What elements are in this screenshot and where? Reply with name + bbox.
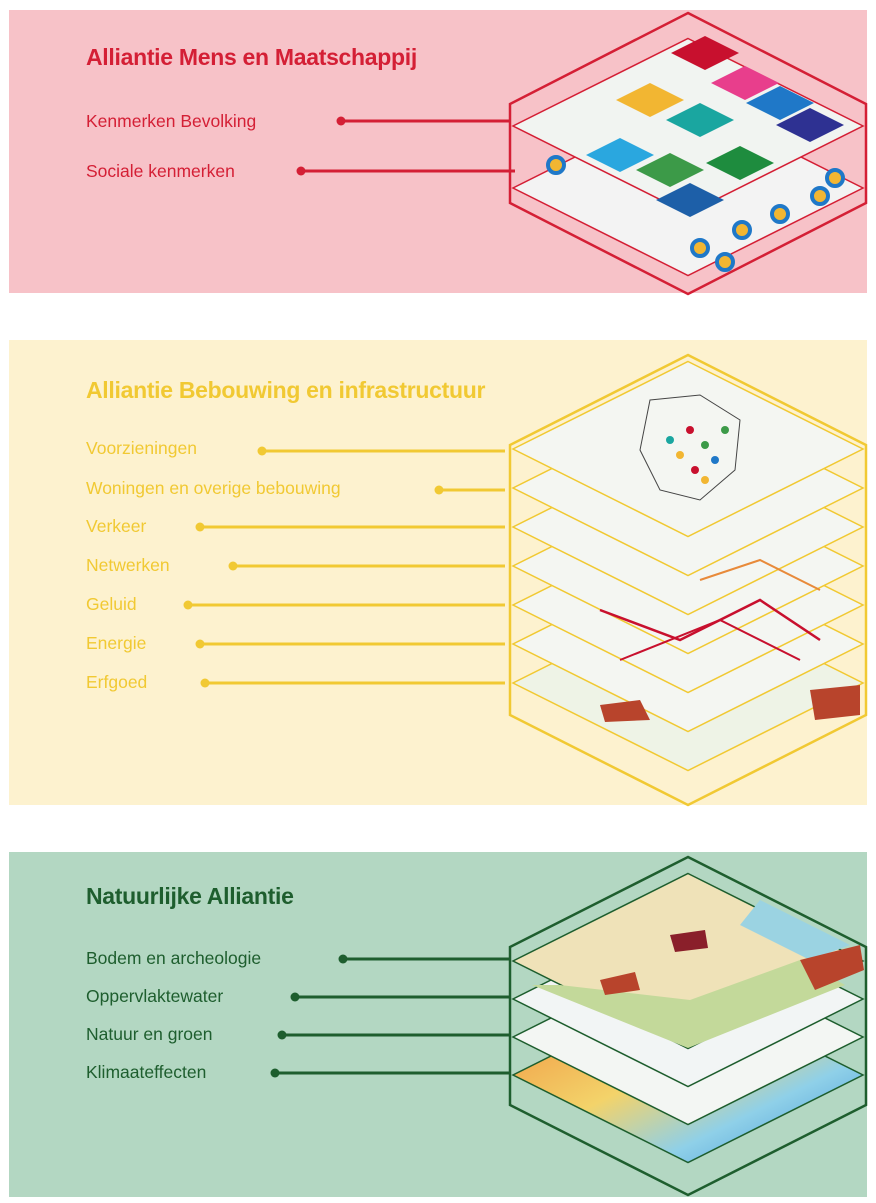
- indicator-tile: [706, 146, 774, 180]
- map-layer: [511, 360, 865, 538]
- indicator-tile: [636, 153, 704, 187]
- indicator-tile: [711, 66, 779, 100]
- section-title-mens: Alliantie Mens en Maatschappij: [86, 44, 417, 70]
- item-natuur-groen: Natuur en groen: [86, 1024, 213, 1044]
- connector-dot: [228, 561, 238, 571]
- indicator-tile: [776, 108, 844, 142]
- item-verkeer: Verkeer: [86, 516, 147, 536]
- heritage-area: [600, 700, 650, 722]
- connector-dot: [200, 678, 210, 688]
- facility-marker: [666, 436, 674, 444]
- item-klimaateffecten: Klimaateffecten: [86, 1062, 207, 1082]
- indicator-tile: [616, 83, 684, 117]
- connector-dot: [183, 600, 193, 610]
- connector-dot: [434, 485, 444, 495]
- network-line: [699, 558, 821, 591]
- soil-area-red: [800, 945, 864, 990]
- facility-marker: [691, 466, 699, 474]
- item-energie: Energie: [86, 633, 147, 653]
- connector-dot: [336, 116, 346, 126]
- hex-frame-bebouwing: [508, 353, 868, 807]
- pie-chart-marker: [732, 220, 752, 240]
- item-oppervlaktewater: Oppervlaktewater: [86, 986, 224, 1006]
- item-bodem-archeologie: Bodem en archeologie: [86, 948, 262, 968]
- item-geluid: Geluid: [86, 594, 137, 614]
- soil-area-red: [600, 972, 640, 995]
- municipality-outline: [639, 394, 741, 501]
- network-line: [619, 618, 801, 661]
- connector-dot: [277, 1030, 287, 1040]
- soil-area-green: [532, 960, 845, 1048]
- soil-area-water: [740, 900, 850, 960]
- facility-marker: [686, 426, 694, 434]
- heritage-area: [810, 685, 860, 720]
- pie-chart-marker: [546, 155, 566, 175]
- connector-dot: [290, 992, 300, 1002]
- pie-chart-marker: [825, 168, 845, 188]
- map-layer-stack-mens: [508, 11, 868, 296]
- hex-frame-mens: [508, 11, 868, 296]
- pie-chart-marker: [770, 204, 790, 224]
- facility-marker: [701, 476, 709, 484]
- item-sociale-kenmerken: Sociale kenmerken: [86, 161, 235, 181]
- item-woningen: Woningen en overige bebouwing: [86, 478, 341, 498]
- connector-dot: [270, 1068, 280, 1078]
- pie-chart-marker: [810, 186, 830, 206]
- connector-dot: [338, 954, 348, 964]
- pie-chart-marker: [690, 238, 710, 258]
- soil-area-dark: [670, 930, 708, 952]
- map-layer-stack-bebouwing: [508, 353, 868, 807]
- map-layer-stack-natuurlijke: [508, 855, 868, 1197]
- indicator-tile: [666, 103, 734, 137]
- connector-dot: [195, 639, 205, 649]
- item-erfgoed: Erfgoed: [86, 672, 148, 692]
- item-voorzieningen: Voorzieningen: [86, 438, 197, 458]
- indicator-tile: [671, 36, 739, 70]
- connector-lines: [183, 116, 515, 1078]
- connector-dot: [195, 522, 205, 532]
- connector-dot: [296, 166, 306, 176]
- facility-marker: [676, 451, 684, 459]
- section-title-natuurlijke: Natuurlijke Alliantie: [86, 883, 294, 909]
- item-netwerken: Netwerken: [86, 555, 170, 575]
- pie-chart-marker: [715, 252, 735, 272]
- indicator-tile: [746, 86, 814, 120]
- facility-marker: [711, 456, 719, 464]
- item-kenmerken-bevolking: Kenmerken Bevolking: [86, 111, 257, 131]
- section-title-bebouwing: Alliantie Bebouwing en infrastructuur: [86, 377, 486, 403]
- hex-frame-natuurlijke: [508, 855, 868, 1197]
- indicator-tile: [586, 138, 654, 172]
- facility-marker: [721, 426, 729, 434]
- indicator-tile: [656, 183, 724, 217]
- facility-marker: [701, 441, 709, 449]
- connector-dot: [257, 446, 267, 456]
